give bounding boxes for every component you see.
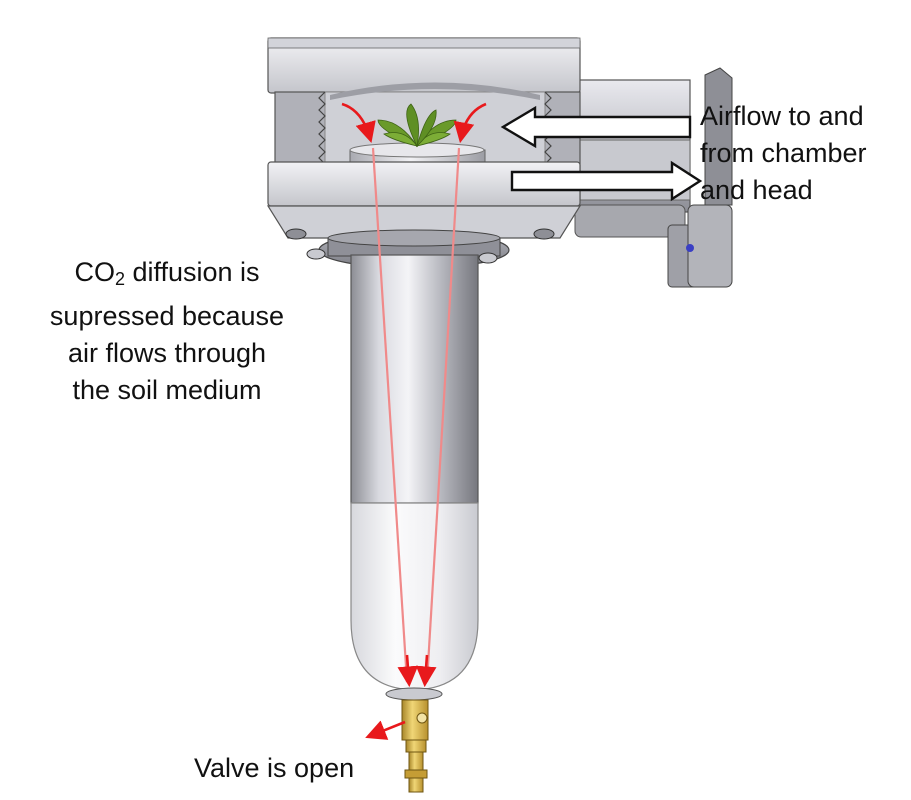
soil-tube bbox=[350, 254, 479, 691]
valve bbox=[385, 687, 443, 793]
airflow-label-line: from chamber bbox=[700, 138, 867, 168]
co2-label-line: air flows through bbox=[67, 338, 267, 368]
airflow-out-arrow bbox=[510, 160, 703, 202]
soil-flow-paths bbox=[371, 147, 461, 683]
red-flow-arrows bbox=[341, 102, 487, 740]
co2-suffix: diffusion is bbox=[124, 257, 260, 287]
plant-leaves bbox=[377, 103, 457, 148]
co2-label-line-1: CO2 diffusion is bbox=[22, 254, 312, 298]
lower-plate bbox=[266, 161, 582, 240]
airflow-arrows bbox=[500, 105, 703, 202]
co2-label: CO2 diffusion is supressed because air f… bbox=[22, 254, 312, 409]
airflow-in-arrow bbox=[500, 105, 692, 149]
co2-label-line: supressed because bbox=[49, 301, 285, 331]
co2-prefix: CO bbox=[74, 257, 115, 287]
valve-label: Valve is open bbox=[194, 753, 355, 783]
co2-label-line: the soil medium bbox=[72, 375, 262, 405]
airflow-label-line: and head bbox=[700, 175, 813, 205]
co2-subscript: 2 bbox=[114, 269, 125, 289]
airflow-label-line: Airflow to and bbox=[700, 101, 864, 131]
airflow-label: Airflow to and from chamber and head bbox=[700, 98, 867, 209]
